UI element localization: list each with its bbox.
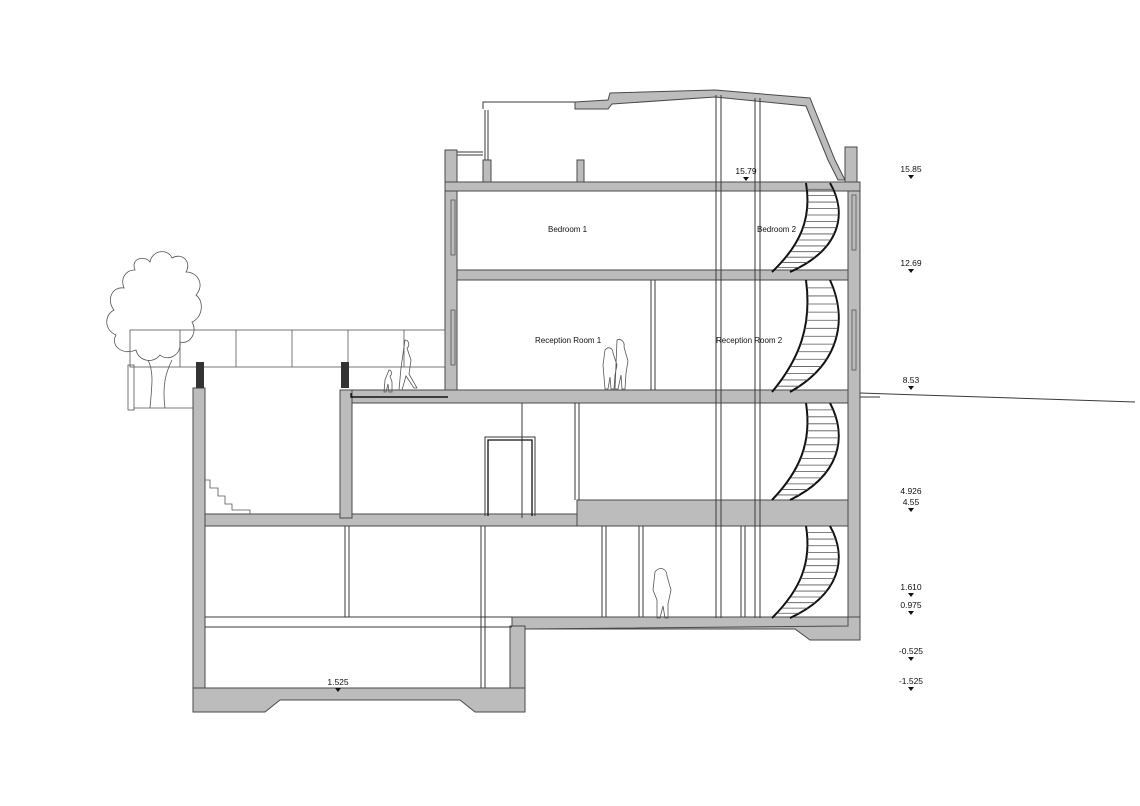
elevation-value: 4.55 [903, 497, 920, 507]
ground-line [859, 392, 1136, 403]
elevation-triangle-icon [908, 611, 914, 615]
elevation-value: -1.525 [899, 676, 923, 686]
tree-icon [106, 251, 202, 409]
room-label-reception-room-1: Reception Room 1 [535, 336, 602, 345]
stair-stringer [789, 525, 840, 619]
roof [482, 89, 858, 184]
person-figures [383, 339, 672, 619]
elevation-triangle-icon [908, 175, 914, 179]
room-label-bedroom-1: Bedroom 1 [548, 225, 588, 234]
level-value: 1.525 [327, 677, 349, 687]
level-triangle-icon [335, 688, 341, 692]
level-value: 15.79 [735, 166, 757, 176]
stair-stringer [771, 279, 809, 393]
top-left-parapet [444, 149, 585, 184]
stair-stringer [771, 182, 809, 273]
terrace-railing [127, 329, 448, 411]
elevation-column: 15.85 12.69 8.53 4.926 4.55 1.610 0.975 … [899, 164, 923, 691]
garden-steps [205, 479, 251, 514]
elevation-value: 0.975 [900, 600, 922, 610]
stair-stringer [771, 525, 809, 619]
elevation-value: 1.610 [900, 582, 922, 592]
spiral-staircase [771, 182, 840, 619]
room-label-bedroom-2: Bedroom 2 [757, 225, 797, 234]
stair-stringer [789, 402, 840, 501]
stair-stringer [771, 402, 809, 501]
elevation-value: 8.53 [903, 375, 920, 385]
elevation-value: 4.926 [900, 486, 922, 496]
elevation-triangle-icon [908, 657, 914, 661]
elevation-triangle-icon [908, 687, 914, 691]
floor-slabs [192, 181, 861, 713]
elevation-triangle-icon [908, 386, 914, 390]
elevation-triangle-icon [908, 269, 914, 273]
room-label-reception-room-2: Reception Room 2 [716, 336, 783, 345]
elevation-triangle-icon [908, 593, 914, 597]
lantern-post-icon [196, 362, 204, 388]
elevation-triangle-icon [908, 508, 914, 512]
lantern-post-icon [341, 362, 349, 388]
level-triangle-icon [743, 177, 749, 181]
level-marker-basement: 1.525 [327, 677, 349, 692]
walls [192, 95, 861, 689]
elevation-value: 12.69 [900, 258, 922, 268]
elevation-value: -0.525 [899, 646, 923, 656]
stair-stringer [789, 279, 840, 393]
stair-stringer [789, 182, 840, 273]
door [484, 436, 536, 516]
level-marker-stair-top: 15.79 [735, 166, 757, 181]
elevation-value: 15.85 [900, 164, 922, 174]
